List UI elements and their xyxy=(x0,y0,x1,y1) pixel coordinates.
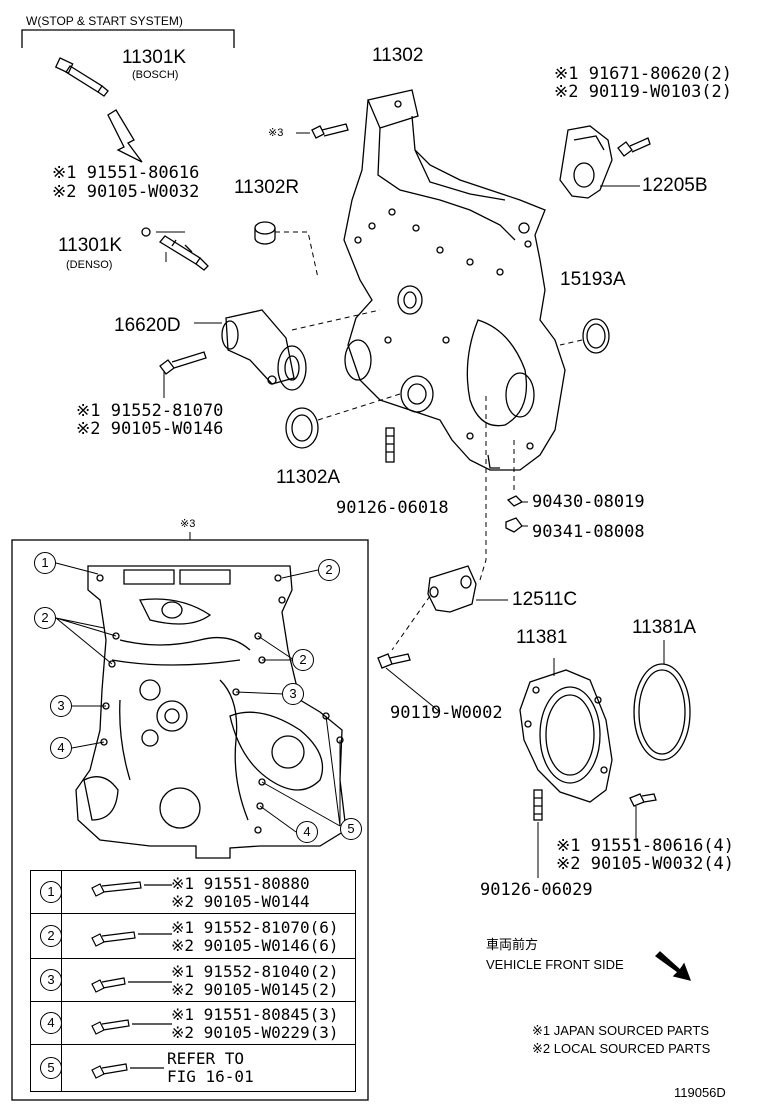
inset-cover-outline xyxy=(75,565,347,859)
label-12205b[interactable]: 12205B xyxy=(642,175,708,196)
table-row-3-b[interactable]: ※2 90105-W0145(2) xyxy=(171,980,339,999)
callout-3-left: 3 xyxy=(50,695,72,717)
gasket-11381a xyxy=(633,663,691,761)
gasket-90430 xyxy=(506,495,524,507)
legend-local: ※2 LOCAL SOURCED PARTS xyxy=(532,1041,711,1056)
label-11302[interactable]: 11302 xyxy=(372,45,424,66)
crank-sensor-denso xyxy=(141,227,209,271)
label-90119-w0103[interactable]: ※2 90119-W0103(2) xyxy=(554,82,733,102)
inset-leaders xyxy=(55,562,341,833)
label-11302r[interactable]: 11302R xyxy=(234,177,300,198)
label-90105-w0032-4[interactable]: ※2 90105-W0032(4) xyxy=(556,854,735,874)
timing-chain-cover xyxy=(343,89,566,471)
callout-2-top: 2 xyxy=(318,559,340,581)
table-row-1-num: 1 xyxy=(40,881,62,903)
table-row-2-a[interactable]: ※1 91552-81070(6) xyxy=(171,918,339,937)
label-91551-80616[interactable]: ※1 91551-80616 xyxy=(52,163,200,183)
legend-japan: ※1 JAPAN SOURCED PARTS xyxy=(532,1023,710,1038)
callout-4-left: 4 xyxy=(50,737,72,759)
label-90341-08008[interactable]: 90341-08008 xyxy=(532,522,645,542)
stud-90126-06029 xyxy=(533,789,543,821)
label-11302a[interactable]: 11302A xyxy=(276,467,341,488)
label-16620d[interactable]: 16620D xyxy=(114,315,181,336)
oil-seal-15193a xyxy=(582,318,610,354)
front-side-jp: 車両前方 xyxy=(486,937,539,952)
table-row-3-a[interactable]: ※1 91552-81040(2) xyxy=(171,962,339,981)
table-row-3: 3 ※1 91552-81040(2) ※2 90105-W0145(2) xyxy=(30,958,356,1002)
bushing-11302r xyxy=(254,221,276,245)
callout-3-right: 3 xyxy=(282,683,304,705)
table-row-2-num: 2 xyxy=(40,925,62,947)
label-90105-w0032[interactable]: ※2 90105-W0032 xyxy=(52,182,200,202)
label-11301k-bosch[interactable]: 11301K xyxy=(122,47,187,68)
callout-2-left: 2 xyxy=(34,607,56,629)
label-90126-06018[interactable]: 90126-06018 xyxy=(336,498,449,518)
table-row-5-b[interactable]: FIG 16-01 xyxy=(167,1067,254,1086)
plug-90341 xyxy=(505,517,523,533)
bolt-91552 xyxy=(159,351,207,375)
stop-start-bracket xyxy=(21,29,235,48)
stop-start-note: W(STOP & START SYSTEM) xyxy=(26,14,183,28)
label-11381[interactable]: 11381 xyxy=(516,627,568,648)
arrow-down xyxy=(107,109,143,163)
label-91671-80620[interactable]: ※1 91671-80620(2) xyxy=(554,64,733,84)
table-row-1-b[interactable]: ※2 90105-W0144 xyxy=(171,892,310,911)
table-row-3-num: 3 xyxy=(40,969,62,991)
label-91551-80616-4[interactable]: ※1 91551-80616(4) xyxy=(556,836,735,856)
table-row-4-num: 4 xyxy=(40,1012,62,1034)
idler-16620d xyxy=(221,309,307,391)
label-90430-08019[interactable]: 90430-08019 xyxy=(532,492,645,512)
label-91552-81070[interactable]: ※1 91552-81070 xyxy=(76,401,224,421)
bolt-91551-80616 xyxy=(629,793,657,807)
table-row-4-a[interactable]: ※1 91551-80845(3) xyxy=(171,1005,339,1024)
table-row-4-b[interactable]: ※2 90105-W0229(3) xyxy=(171,1023,339,1042)
bracket-12511c xyxy=(427,565,477,613)
label-denso: (DENSO) xyxy=(66,259,113,271)
stud-90126-06018 xyxy=(385,427,395,463)
label-90105-w0146[interactable]: ※2 90105-W0146 xyxy=(76,419,224,439)
label-90119-w0002[interactable]: 90119-W0002 xyxy=(390,703,503,723)
bolt-note3 xyxy=(311,123,349,139)
inset-title: ※3 xyxy=(180,518,196,530)
front-side-en: VEHICLE FRONT SIDE xyxy=(486,957,624,972)
diagram-id: 119056D xyxy=(674,1085,726,1100)
front-arrow-icon xyxy=(655,951,692,981)
label-90126-06029[interactable]: 90126-06029 xyxy=(480,880,593,900)
callout-5: 5 xyxy=(340,818,362,840)
table-row-5: 5 REFER TO FIG 16-01 xyxy=(30,1044,356,1092)
table-row-1-a[interactable]: ※1 91551-80880 xyxy=(171,874,310,893)
label-11381a[interactable]: 11381A xyxy=(632,617,697,638)
label-note3-bolt: ※3 xyxy=(268,127,284,139)
table-bolt-icons xyxy=(91,881,172,1079)
seal-retainer-11381 xyxy=(519,669,613,803)
label-bosch: (BOSCH) xyxy=(132,69,179,81)
chain-tensioner-12205b xyxy=(559,125,651,199)
oil-seal-11302a xyxy=(285,407,319,449)
label-12511c[interactable]: 12511C xyxy=(512,589,578,610)
table-row-2: 2 ※1 91552-81070(6) ※2 90105-W0146(6) xyxy=(30,913,356,959)
callout-4-right: 4 xyxy=(296,821,318,843)
crank-sensor-bosch xyxy=(54,57,109,97)
table-row-5-num: 5 xyxy=(40,1057,62,1079)
label-11301k-denso[interactable]: 11301K xyxy=(58,235,123,256)
table-row-2-b[interactable]: ※2 90105-W0146(6) xyxy=(171,936,339,955)
table-row-5-a[interactable]: REFER TO xyxy=(167,1049,245,1068)
table-row-1: 1 ※1 91551-80880 ※2 90105-W0144 xyxy=(30,870,356,914)
bolt-90119-w0002 xyxy=(377,653,411,669)
label-15193a[interactable]: 15193A xyxy=(560,269,626,290)
callout-2-right: 2 xyxy=(292,649,314,671)
callout-1: 1 xyxy=(34,552,56,574)
table-row-4: 4 ※1 91551-80845(3) ※2 90105-W0229(3) xyxy=(30,1001,356,1045)
